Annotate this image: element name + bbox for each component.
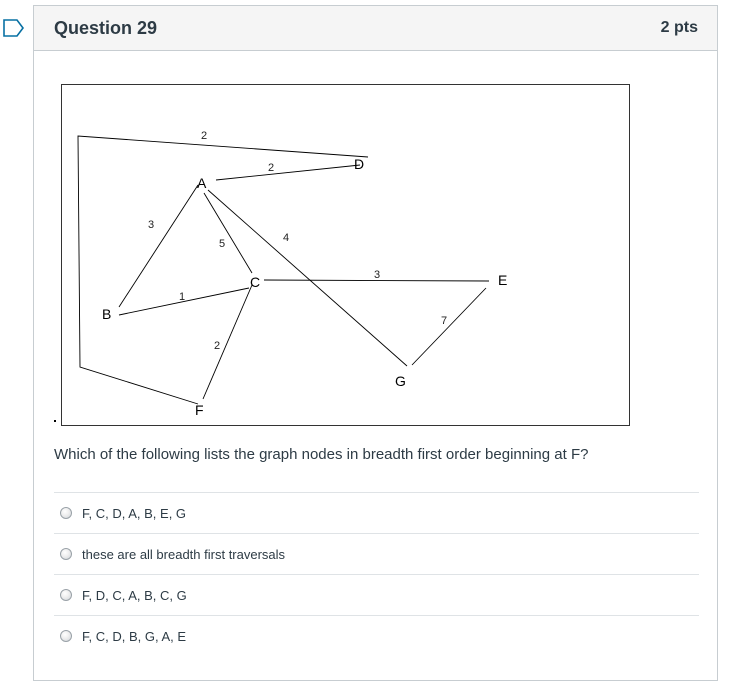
edge-weight-a-g: 4 <box>283 232 289 244</box>
question-header: Question 29 2 pts <box>34 6 717 51</box>
node-a: A <box>197 175 207 191</box>
edge-a-c <box>203 192 253 274</box>
edge-outer-path <box>77 135 369 405</box>
answer-option-4[interactable]: F, C, D, B, G, A, E <box>54 615 699 656</box>
edge-b-c <box>118 287 250 316</box>
edge-weight-a-d: 2 <box>268 162 274 174</box>
node-b: B <box>102 306 111 322</box>
node-e: E <box>498 272 507 288</box>
radio-unselected-icon[interactable] <box>60 589 72 601</box>
edge-a-d <box>215 164 361 181</box>
radio-unselected-icon[interactable] <box>60 548 72 560</box>
edge-a-b <box>118 184 199 308</box>
edge-weight-b-c: 1 <box>179 291 185 303</box>
answer-list: F, C, D, A, B, E, G these are all breadt… <box>54 492 699 656</box>
node-g: G <box>395 373 406 389</box>
node-f: F <box>195 402 204 418</box>
edge-weight-outer: 2 <box>201 130 207 142</box>
edge-a-g <box>207 189 408 367</box>
radio-unselected-icon[interactable] <box>60 630 72 642</box>
bookmark-flag-icon[interactable] <box>3 19 25 37</box>
graph-figure: A B C D E F G 2 2 3 5 4 1 3 2 7 <box>61 84 630 426</box>
edge-c-e <box>263 279 490 282</box>
radio-unselected-icon[interactable] <box>60 507 72 519</box>
edge-weight-a-b: 3 <box>148 219 154 231</box>
question-prompt: Which of the following lists the graph n… <box>54 446 589 463</box>
answer-label: F, D, C, A, B, C, G <box>82 587 187 603</box>
node-d: D <box>354 156 364 172</box>
answer-option-2[interactable]: these are all breadth first traversals <box>54 533 699 574</box>
question-title: Question 29 <box>54 17 158 38</box>
stray-dot <box>54 420 56 422</box>
question-points: 2 pts <box>660 19 698 36</box>
edge-c-f <box>202 284 253 400</box>
edge-weight-c-e: 3 <box>374 269 380 281</box>
edge-weight-a-c: 5 <box>219 238 225 250</box>
answer-option-3[interactable]: F, D, C, A, B, C, G <box>54 574 699 615</box>
edge-weight-c-f: 2 <box>214 340 220 352</box>
answer-option-1[interactable]: F, C, D, A, B, E, G <box>54 492 699 533</box>
question-card: Question 29 2 pts <box>33 5 718 681</box>
graph-diagram: A B C D E F G 2 2 3 5 4 1 3 2 7 <box>77 130 507 418</box>
answer-label: F, C, D, A, B, E, G <box>82 505 187 521</box>
answer-label: these are all breadth first traversals <box>82 546 286 562</box>
answer-label: F, C, D, B, G, A, E <box>82 628 187 644</box>
edge-weight-e-g: 7 <box>441 315 447 327</box>
node-c: C <box>250 274 260 290</box>
edge-e-g <box>411 287 487 366</box>
